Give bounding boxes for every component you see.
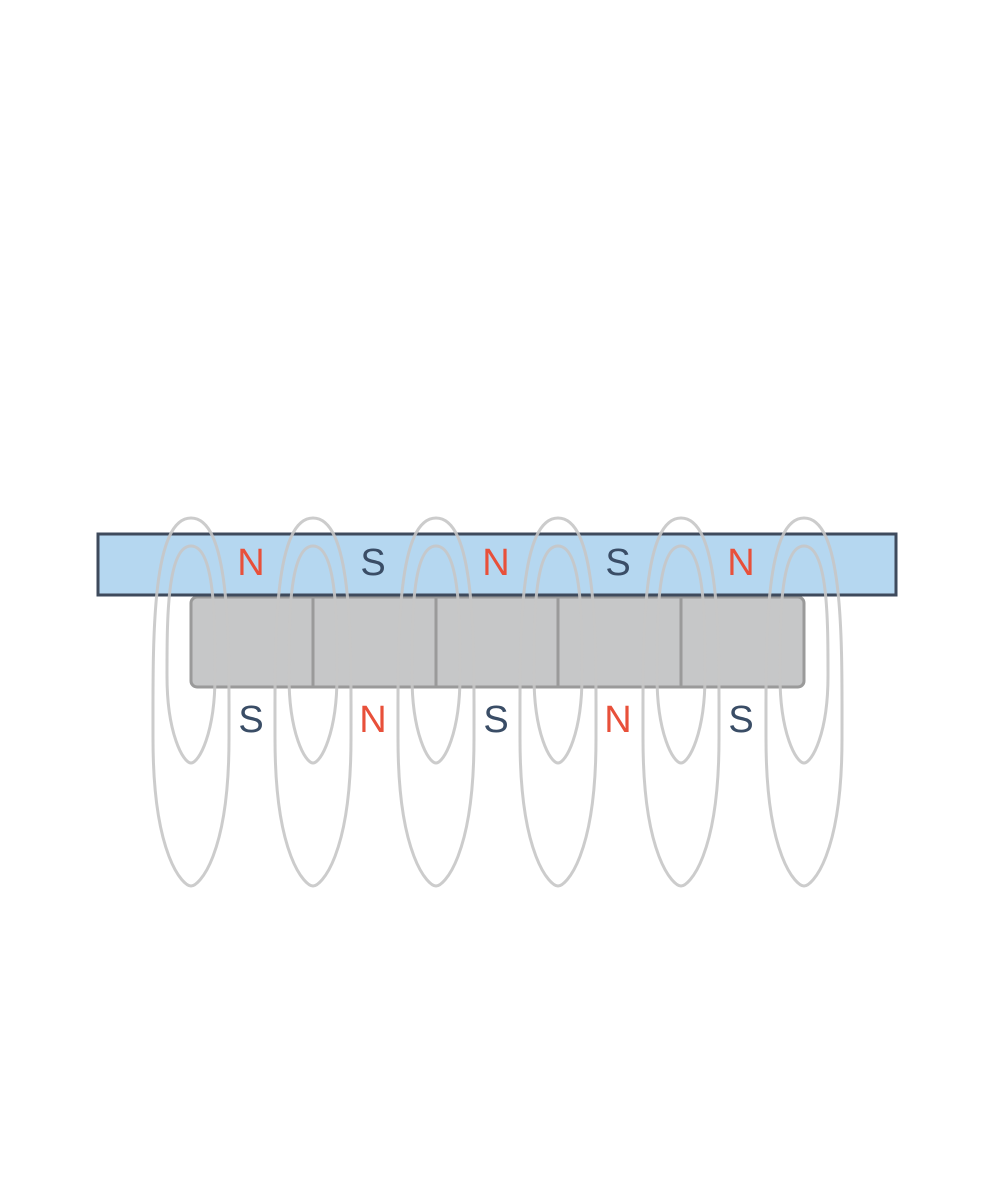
top-pole-label-1: N — [237, 542, 264, 584]
top-strip — [96, 532, 898, 597]
top-pole-label-5: N — [727, 542, 754, 584]
field-lines — [151, 516, 844, 888]
field-line-loop — [165, 544, 217, 765]
bottom-pole-labels: S N S N S — [238, 699, 753, 741]
magnet-block — [189, 595, 806, 689]
field-line-loop — [410, 544, 462, 765]
field-line-loop — [532, 544, 584, 765]
field-line-loop — [778, 544, 830, 765]
field-line-loop — [641, 516, 721, 888]
bottom-pole-label-4: N — [604, 699, 631, 741]
field-line-loop — [287, 544, 339, 765]
top-pole-label-4: S — [605, 542, 630, 584]
top-pole-labels: N S N S N — [237, 542, 754, 584]
bottom-pole-label-2: N — [359, 699, 386, 741]
top-pole-label-3: N — [482, 542, 509, 584]
bottom-pole-label-1: S — [238, 699, 263, 741]
field-line-loop — [518, 516, 598, 888]
bottom-pole-label-3: S — [483, 699, 508, 741]
top-pole-label-2: S — [360, 542, 385, 584]
field-line-loop — [273, 516, 353, 888]
magnet-array — [189, 595, 806, 689]
field-line-loop — [396, 516, 476, 888]
field-line-loop — [764, 516, 844, 888]
field-line-loop — [655, 544, 707, 765]
field-line-loop — [151, 516, 231, 888]
bottom-pole-label-5: S — [728, 699, 753, 741]
